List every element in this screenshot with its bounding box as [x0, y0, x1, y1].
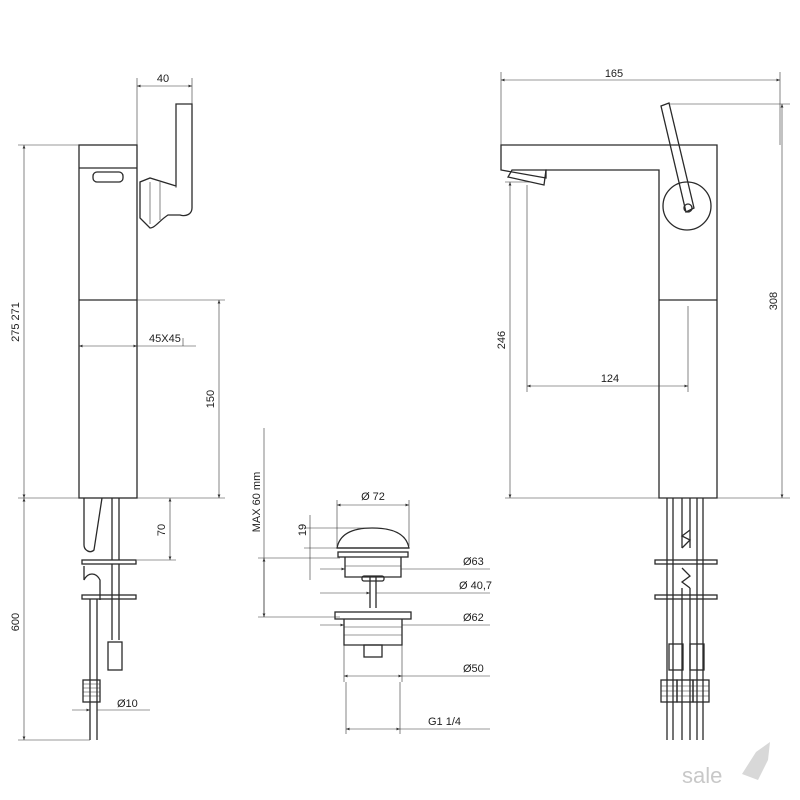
- dim-side-top-width: 40: [157, 73, 169, 85]
- mounting-plate: [81, 559, 137, 565]
- dim-waste-d62: Ø62: [463, 612, 484, 624]
- front-hose-fitting-right: [689, 643, 705, 671]
- front-aerator: [506, 169, 547, 186]
- watermark: sale: [682, 742, 770, 788]
- front-fixing-plate: [654, 594, 718, 600]
- break-mark: [680, 529, 692, 549]
- dim-front-spout-reach: 124: [601, 373, 619, 385]
- lever-pivot: [683, 203, 693, 213]
- hose-nut: [82, 679, 101, 703]
- dim-side-shank-length: 70: [156, 524, 168, 536]
- flex-hose-upper: [83, 497, 103, 553]
- dim-waste-d40: Ø 40,7: [459, 580, 492, 592]
- watermark-logo-icon: [742, 742, 770, 780]
- dim-waste-max: MAX 60 mm: [251, 472, 263, 533]
- dim-waste-thread: G1 1/4: [428, 716, 461, 728]
- dim-waste-cap-diameter: Ø 72: [361, 491, 385, 503]
- faucet-body-side: [78, 144, 138, 499]
- waste-cap: [336, 527, 410, 549]
- dim-waste-cap-height: 19: [297, 524, 309, 536]
- dim-front-total-height: 308: [768, 292, 780, 310]
- dim-side-hose-length: 600: [10, 613, 22, 631]
- dim-side-lower-height: 150: [205, 390, 217, 408]
- waste-detail: MAX 60 mm Ø 72 19 Ø63 Ø 40,7 Ø62 Ø50: [251, 428, 492, 734]
- lever-handle-side: [139, 103, 193, 229]
- dim-front-spout-height: 246: [496, 331, 508, 349]
- fixing-nut-plate: [81, 594, 137, 600]
- front-mounting-plate: [654, 559, 718, 565]
- waste-body-lower: [343, 619, 403, 646]
- front-view: 165 308 246 124: [496, 68, 790, 740]
- watermark-text: sale: [682, 763, 722, 788]
- dim-side-total-height: 275 271: [10, 302, 22, 342]
- dim-front-width: 165: [605, 68, 623, 80]
- dim-waste-d63: Ø63: [463, 556, 484, 568]
- stem-clip: [361, 575, 385, 582]
- waste-lower-flange: [334, 611, 412, 620]
- dim-waste-d50: Ø50: [463, 663, 484, 675]
- handle-disc: [662, 181, 712, 231]
- front-lever: [660, 102, 695, 213]
- waste-outlet: [363, 644, 383, 658]
- flex-hose-mid: [83, 566, 101, 600]
- waste-body-upper: [344, 557, 402, 578]
- front-hose-fitting-left: [668, 643, 684, 671]
- aerator-side: [92, 171, 124, 183]
- hose-end-fitting: [107, 641, 123, 671]
- waste-flange: [337, 551, 409, 558]
- dim-side-section: 45X45: [149, 333, 181, 345]
- faucet-body-front: [500, 144, 718, 499]
- side-view: 40 275 271 45X45 150 70 600 Ø10: [10, 73, 225, 741]
- dim-side-hose-diameter: Ø10: [117, 698, 138, 710]
- break-mark: [680, 567, 691, 589]
